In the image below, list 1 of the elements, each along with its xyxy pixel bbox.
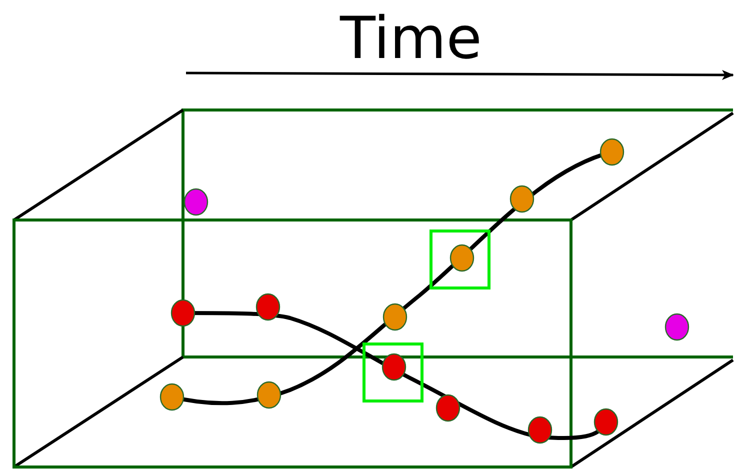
- axis-label: Time: [340, 9, 482, 67]
